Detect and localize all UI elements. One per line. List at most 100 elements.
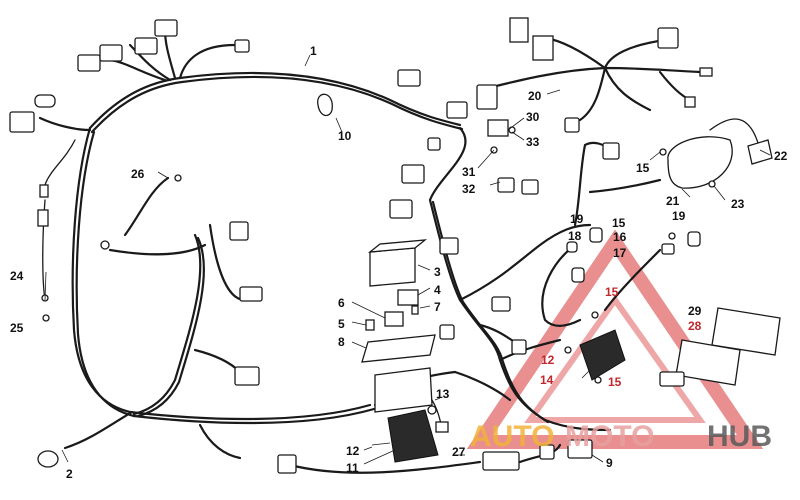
callout-15-upper: 15 [605, 285, 619, 299]
connector-plug [77, 54, 101, 72]
connector-plug [134, 37, 158, 55]
connector-cap [39, 184, 49, 198]
connector-cap [234, 39, 250, 53]
callout-22: 22 [774, 149, 788, 163]
callout-15-lower: 15 [608, 375, 622, 389]
connector-plug [229, 221, 249, 241]
callout-26: 26 [131, 167, 145, 181]
callout-18: 18 [568, 229, 582, 243]
callout-29: 29 [688, 304, 702, 318]
terminal-ring [427, 405, 437, 415]
connector-plug [9, 111, 35, 133]
control-module-housing [675, 339, 741, 386]
callout-12-regulator: 12 [346, 444, 360, 458]
leader-lines [44, 54, 771, 465]
callout-6: 6 [338, 296, 345, 310]
connector-plug [99, 44, 123, 62]
terminal-boot [589, 227, 603, 243]
terminal-boot [571, 267, 585, 283]
screw-icon [564, 346, 572, 354]
connector-plug [239, 286, 263, 302]
fuse-block [374, 367, 433, 413]
connector-plug [476, 84, 498, 110]
relay-small [397, 289, 419, 306]
switch-connector [487, 119, 509, 137]
callout-20: 20 [528, 89, 542, 103]
callout-15-motor: 15 [636, 161, 650, 175]
nut-icon [668, 232, 676, 240]
callout-19-right: 19 [672, 209, 686, 223]
callout-1: 1 [310, 44, 317, 58]
components [9, 17, 781, 474]
callout-23: 23 [731, 197, 745, 211]
callout-4: 4 [434, 283, 441, 297]
terminal-ring [100, 240, 110, 250]
screw-icon [708, 180, 716, 188]
callout-32: 32 [462, 182, 476, 196]
control-module [711, 307, 781, 356]
callout-25: 25 [10, 321, 24, 335]
nut-icon [591, 311, 599, 319]
callout-5: 5 [338, 317, 345, 331]
wire-clip [317, 93, 333, 117]
terminal-boot [687, 231, 701, 247]
callout-9: 9 [606, 456, 613, 470]
watermark-text: AUTO MOTO HUB [470, 420, 772, 453]
fuse-strip [361, 334, 436, 363]
connector-plug [657, 27, 679, 49]
watermark-word-moto: MOTO [565, 420, 654, 453]
relay-small [384, 311, 404, 327]
nut-icon [594, 376, 602, 384]
terminal-ring [684, 96, 696, 108]
connector-plug [397, 69, 421, 87]
callout-33: 33 [526, 135, 540, 149]
callout-8: 8 [338, 335, 345, 349]
connector-plug [154, 19, 178, 37]
callout-10: 10 [338, 129, 352, 143]
fuse [411, 305, 419, 315]
connector-plug [446, 101, 468, 119]
connector-plug [439, 237, 459, 255]
watermark-word-auto: AUTO [470, 420, 554, 453]
connector-cap [37, 450, 59, 468]
connector-plug [521, 179, 539, 195]
connector-plug [567, 439, 593, 459]
callout-28: 28 [688, 319, 702, 333]
fuse [365, 319, 375, 331]
connector-plug [482, 451, 520, 471]
connector-plug [491, 296, 511, 312]
callout-labels: 1 2 3 4 5 6 7 8 9 10 11 12 12 13 14 15 1… [10, 44, 788, 481]
callout-11: 11 [346, 461, 359, 475]
connector-cap [34, 94, 56, 108]
watermark-word-hub: HUB [707, 420, 772, 453]
callout-7: 7 [434, 300, 441, 314]
connector-plug [511, 339, 527, 355]
relay-box-top [367, 239, 428, 253]
callout-30: 30 [526, 110, 540, 124]
warning-triangle-inner [524, 294, 706, 423]
callout-24: 24 [10, 269, 24, 283]
terminal-ring [174, 174, 182, 182]
connector-plug [234, 366, 260, 386]
connector-plug [439, 324, 455, 340]
connector-plug [539, 444, 555, 460]
connector-block [509, 17, 529, 43]
callout-13: 13 [436, 387, 450, 401]
terminal-ring [699, 67, 713, 77]
nut-icon [42, 314, 50, 322]
relay-box [369, 247, 416, 287]
connector-block [532, 35, 554, 61]
callout-31: 31 [462, 165, 476, 179]
solenoid-body [579, 329, 626, 381]
callout-3: 3 [434, 265, 441, 279]
callout-27: 27 [452, 445, 466, 459]
connector-plug [401, 164, 425, 184]
connector-plug [564, 117, 580, 133]
connector-cap [427, 137, 441, 151]
terminal-boot [566, 241, 578, 253]
connector-plug [277, 454, 297, 474]
connector-plug [602, 142, 620, 160]
voltage-regulator [387, 409, 439, 463]
